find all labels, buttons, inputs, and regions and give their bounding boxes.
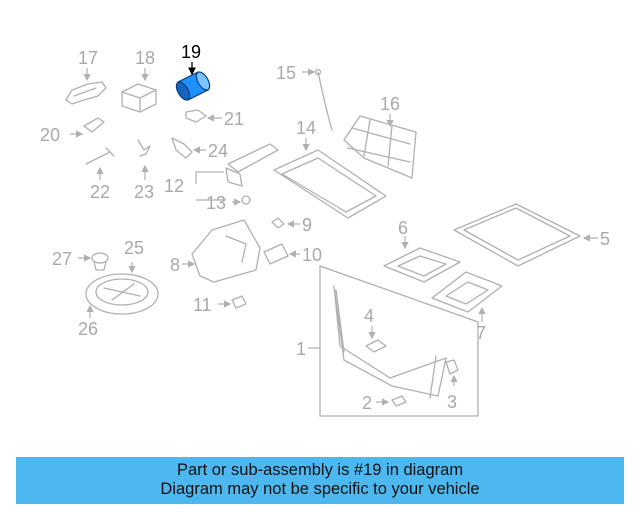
callout-19: 19 <box>181 42 201 62</box>
part-12-trim <box>195 143 279 201</box>
part-23-hook <box>137 139 151 180</box>
callout-24: 24 <box>208 141 228 161</box>
callout-23: 23 <box>134 182 154 202</box>
callout-17: 17 <box>78 48 98 68</box>
callout-15: 15 <box>276 63 296 83</box>
part-5-mat <box>453 203 598 267</box>
callout-16: 16 <box>380 94 400 114</box>
callout-4: 4 <box>364 306 374 326</box>
callout-7: 7 <box>476 323 486 343</box>
banner-line-1: Part or sub-assembly is #19 in diagram <box>176 461 464 479</box>
callout-26: 26 <box>78 319 98 339</box>
part-4-bracket <box>365 326 387 353</box>
info-banner: Part or sub-assembly is #19 in diagram D… <box>16 457 624 504</box>
part-22-rod <box>85 147 115 180</box>
part-17-bracket <box>65 68 107 105</box>
part-20-latch <box>70 117 105 138</box>
callout-2: 2 <box>362 393 372 413</box>
part-16-net <box>343 114 417 179</box>
part-19-highlighted <box>175 62 211 101</box>
part-25-tool-tray <box>85 262 159 315</box>
callout-14: 14 <box>296 118 316 138</box>
callout-8: 8 <box>170 255 180 275</box>
part-7-tray <box>431 271 503 322</box>
parts-diagram: 17 18 19 21 20 22 23 24 <box>40 42 610 417</box>
part-10-cover <box>263 243 300 265</box>
callout-25: 25 <box>124 238 144 258</box>
part-1-panel <box>308 265 479 417</box>
banner-line-2: Diagram may not be specific to your vehi… <box>160 480 480 498</box>
part-27-plug <box>78 252 109 271</box>
callout-18: 18 <box>135 48 155 68</box>
callout-10: 10 <box>302 245 322 265</box>
part-6-frame <box>383 236 461 283</box>
callout-11: 11 <box>193 295 212 315</box>
callout-6: 6 <box>398 218 408 238</box>
part-21-clip <box>185 109 222 123</box>
callout-21: 21 <box>224 109 244 129</box>
callout-9: 9 <box>302 215 312 235</box>
callout-1: 1 <box>296 339 306 359</box>
callout-12: 12 <box>164 176 184 196</box>
callout-27: 27 <box>52 249 72 269</box>
part-15-cable <box>302 68 333 131</box>
callout-20: 20 <box>40 125 60 145</box>
part-24-bracket <box>171 137 206 159</box>
callout-5: 5 <box>600 229 610 249</box>
callout-3: 3 <box>447 392 457 412</box>
part-8-side-trim <box>182 219 261 283</box>
part-14-shelf <box>273 138 387 219</box>
part-11-bolt <box>218 295 247 309</box>
part-18-module <box>121 68 157 113</box>
part-2-clip <box>376 395 407 407</box>
part-13-clip <box>232 195 251 206</box>
callout-13: 13 <box>206 193 226 213</box>
part-9-clip <box>271 217 300 229</box>
part-3-latch <box>445 359 459 386</box>
callout-22: 22 <box>90 182 110 202</box>
